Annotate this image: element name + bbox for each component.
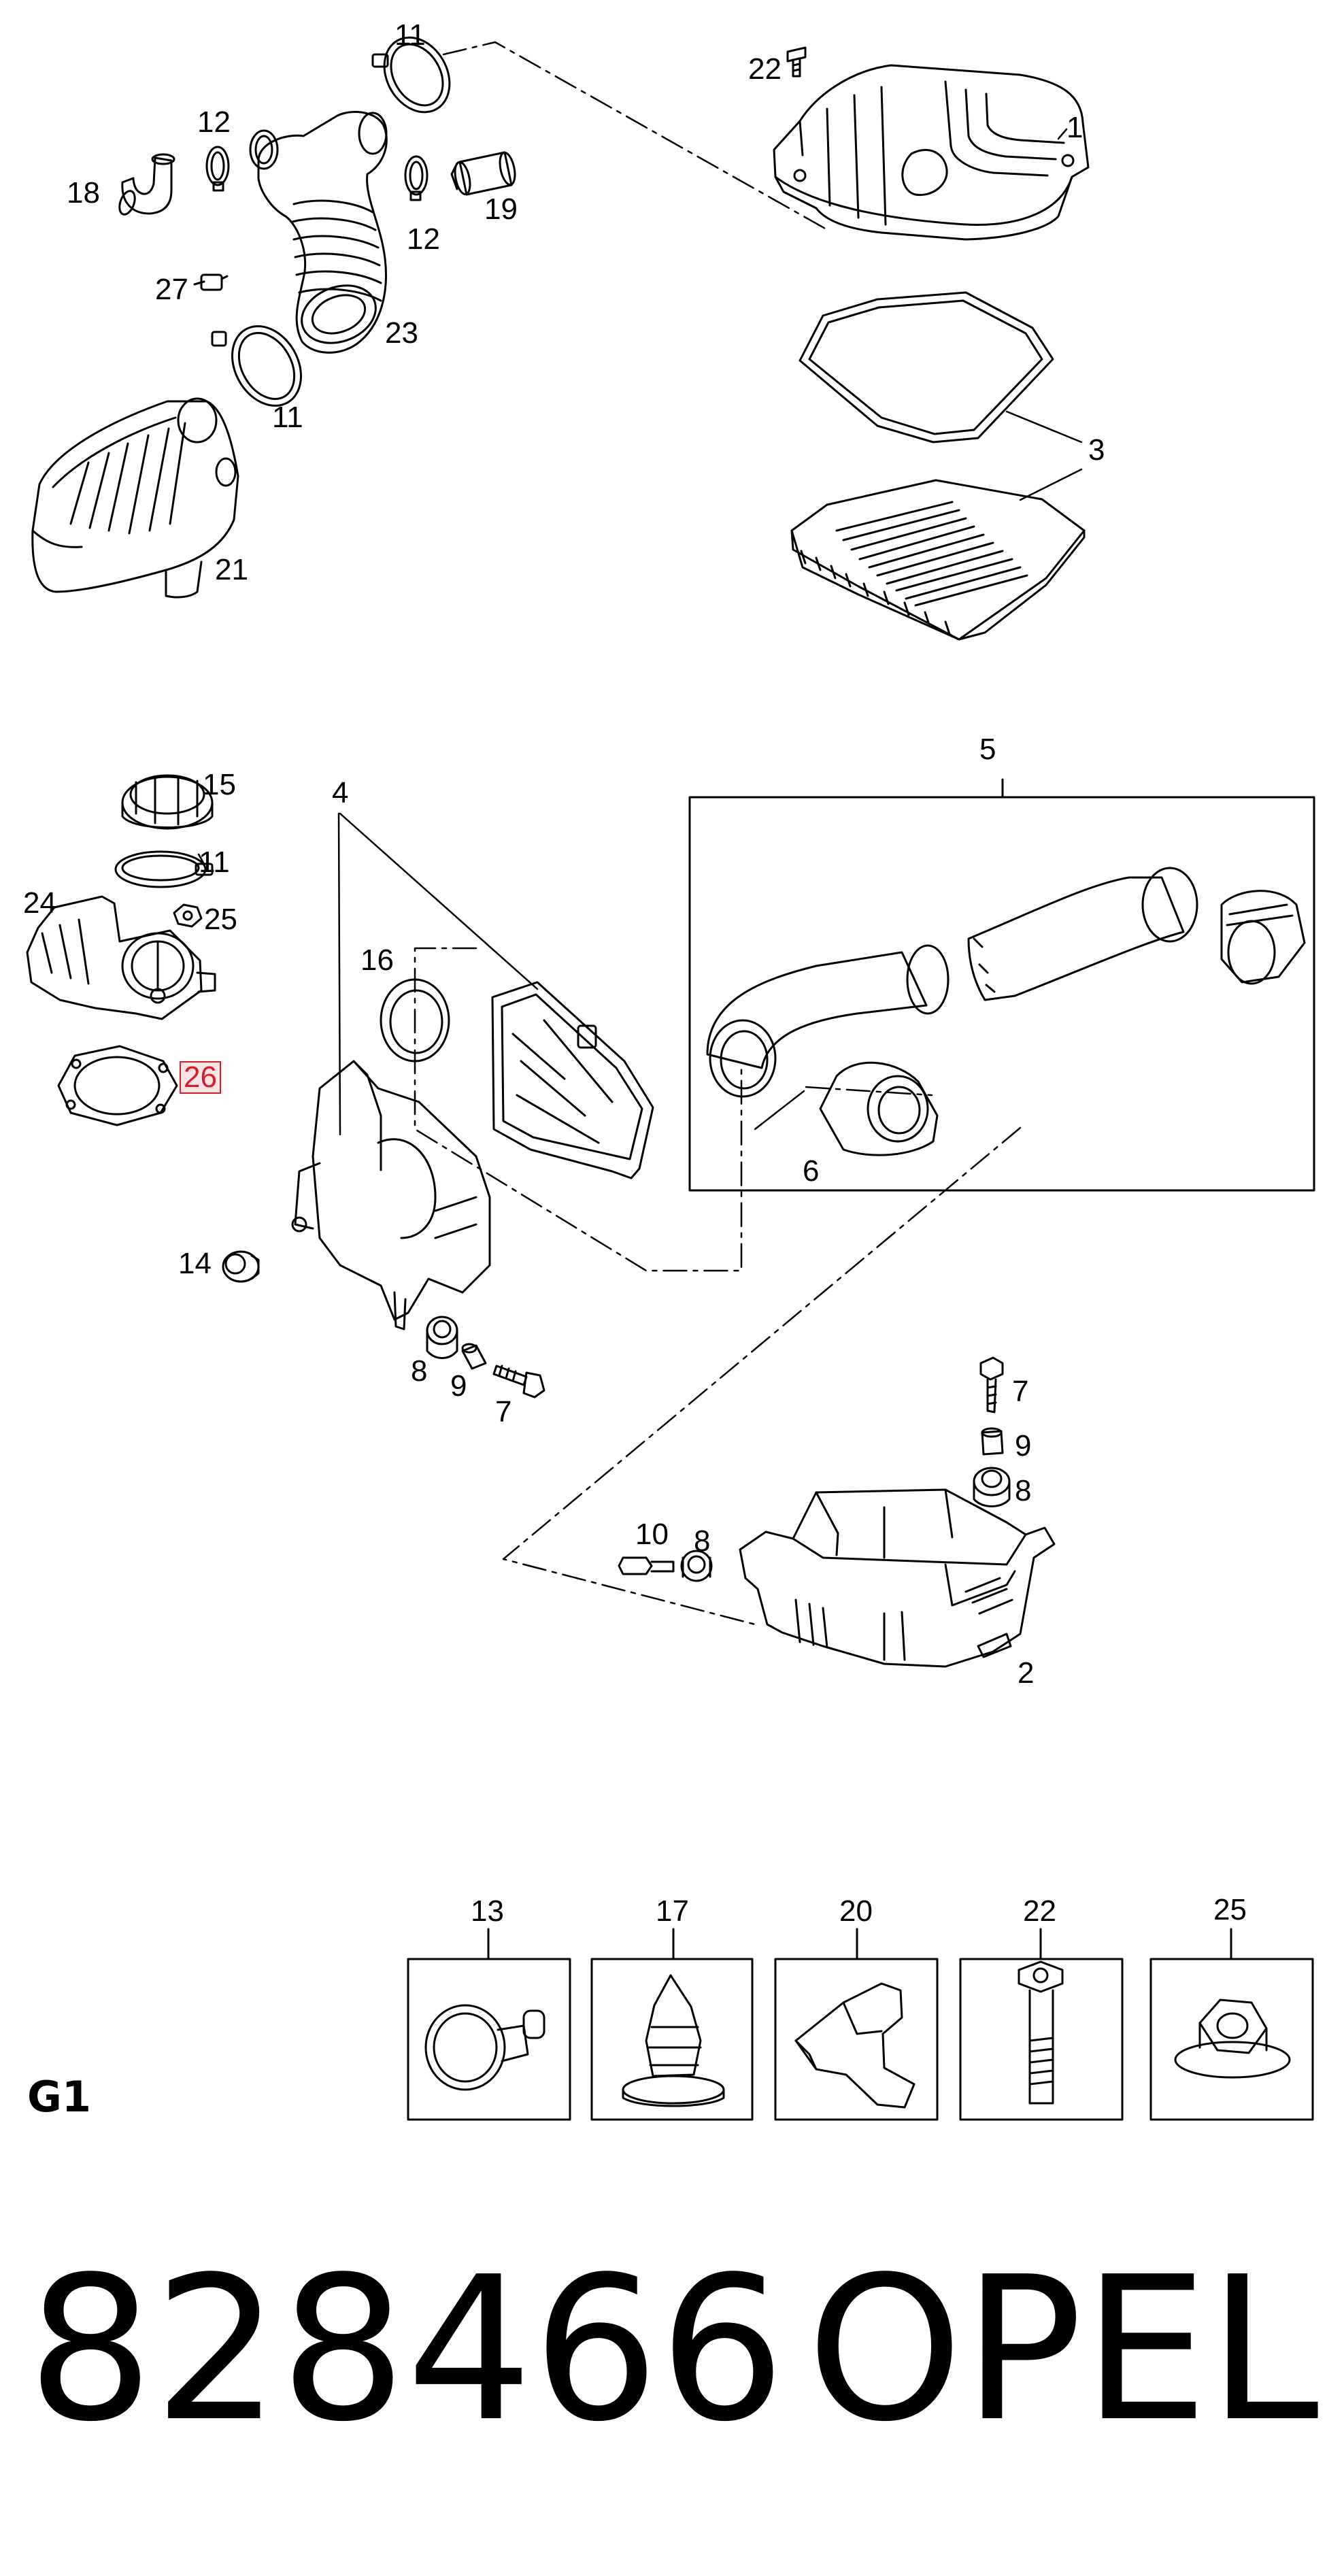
assembly-guide-lines [414, 41, 1022, 1626]
callout-21: 21 [215, 553, 248, 586]
pin-icon [618, 1556, 675, 1575]
air-duct-hose-icon [706, 867, 1306, 1098]
small-clamp-a-icon [205, 146, 230, 192]
air-cleaner-cover-icon [773, 64, 1090, 241]
clamp-lower-icon [211, 325, 302, 407]
detail-label-22: 22 [1023, 1894, 1056, 1928]
detail-label-25: 25 [1213, 1893, 1247, 1926]
bolt-right-icon [979, 1356, 1004, 1414]
callout-3: 3 [1088, 433, 1105, 467]
air-cleaner-lower-housing-icon [739, 1488, 1056, 1668]
bolt-left-icon [492, 1365, 545, 1399]
callout-8-a: 8 [411, 1354, 428, 1388]
air-filter-icon [790, 479, 1086, 641]
callout-24: 24 [23, 886, 56, 920]
spacer-left-icon [461, 1343, 487, 1370]
callout-15: 15 [203, 768, 236, 801]
small-clamp-b-icon [404, 155, 429, 201]
detail-label-20: 20 [839, 1894, 873, 1928]
callout-16: 16 [360, 943, 394, 977]
detail-label-13: 13 [471, 1894, 504, 1928]
inlet-resonator-icon [291, 1060, 491, 1331]
callout-25: 25 [204, 903, 237, 936]
callout-2: 2 [1018, 1656, 1035, 1690]
throttle-clamp-icon [114, 850, 214, 888]
screw-top-icon [786, 46, 807, 78]
spacer-right-icon [981, 1427, 1004, 1456]
callout-1: 1 [1066, 111, 1083, 144]
callout-9-b: 9 [1015, 1429, 1032, 1462]
callout-6: 6 [803, 1154, 820, 1188]
detail-box-13 [407, 1928, 571, 2121]
duct-adapter-icon [819, 1061, 939, 1156]
callout-8-c: 8 [694, 1524, 711, 1558]
section-label: G1 [27, 2072, 92, 2122]
callout-5: 5 [979, 733, 996, 766]
bushing-left-icon [426, 1316, 458, 1359]
detail-box-17 [590, 1928, 754, 2121]
bushing-right-icon [973, 1467, 1011, 1507]
intake-housing-icon [31, 397, 239, 599]
callout-11-c: 11 [199, 846, 230, 879]
bushing-mid-icon [680, 1550, 713, 1582]
callout-4: 4 [332, 776, 349, 809]
small-nut-icon [173, 903, 203, 928]
detail-box-20 [774, 1928, 939, 2121]
part5-group-box [688, 796, 1315, 1192]
callout-18: 18 [67, 176, 100, 210]
throttle-ring-icon [121, 774, 214, 830]
callout-7-b: 7 [1012, 1375, 1029, 1408]
callout-12-a: 12 [197, 105, 231, 139]
callout-23: 23 [385, 316, 418, 350]
callout-8-b: 8 [1015, 1474, 1032, 1507]
detail-label-17: 17 [656, 1894, 689, 1928]
leader-lines [197, 128, 1083, 1136]
detail-box-22 [959, 1928, 1124, 2121]
callout-14: 14 [178, 1247, 212, 1280]
duct-frame-icon [491, 981, 654, 1180]
ring-seal-icon [380, 978, 450, 1063]
callout-10: 10 [635, 1518, 669, 1551]
throttle-body-icon [26, 895, 216, 1020]
callout-22-top: 22 [748, 52, 782, 86]
callout-12-b: 12 [407, 222, 440, 256]
intake-hose-icon [249, 110, 388, 354]
callout-7-a: 7 [495, 1395, 512, 1428]
callout-19: 19 [484, 193, 518, 226]
elbow-hose-icon [118, 153, 175, 216]
callout-11-b: 11 [272, 401, 303, 434]
callout-11-top: 11 [394, 18, 426, 52]
sensor-icon [193, 273, 229, 291]
throttle-gasket-icon [57, 1045, 178, 1126]
tube-icon [450, 151, 516, 196]
part-number: 828466 [27, 2234, 786, 2465]
clamp-top-icon [371, 36, 451, 114]
callout-27: 27 [155, 273, 188, 306]
callout-9-a: 9 [450, 1369, 467, 1403]
seal-gasket-icon [799, 291, 1054, 444]
callout-26-highlighted[interactable]: 26 [180, 1061, 221, 1094]
grommet-icon [222, 1250, 260, 1283]
brand-name: OPEL [807, 2234, 1320, 2465]
detail-box-25 [1149, 1928, 1314, 2121]
